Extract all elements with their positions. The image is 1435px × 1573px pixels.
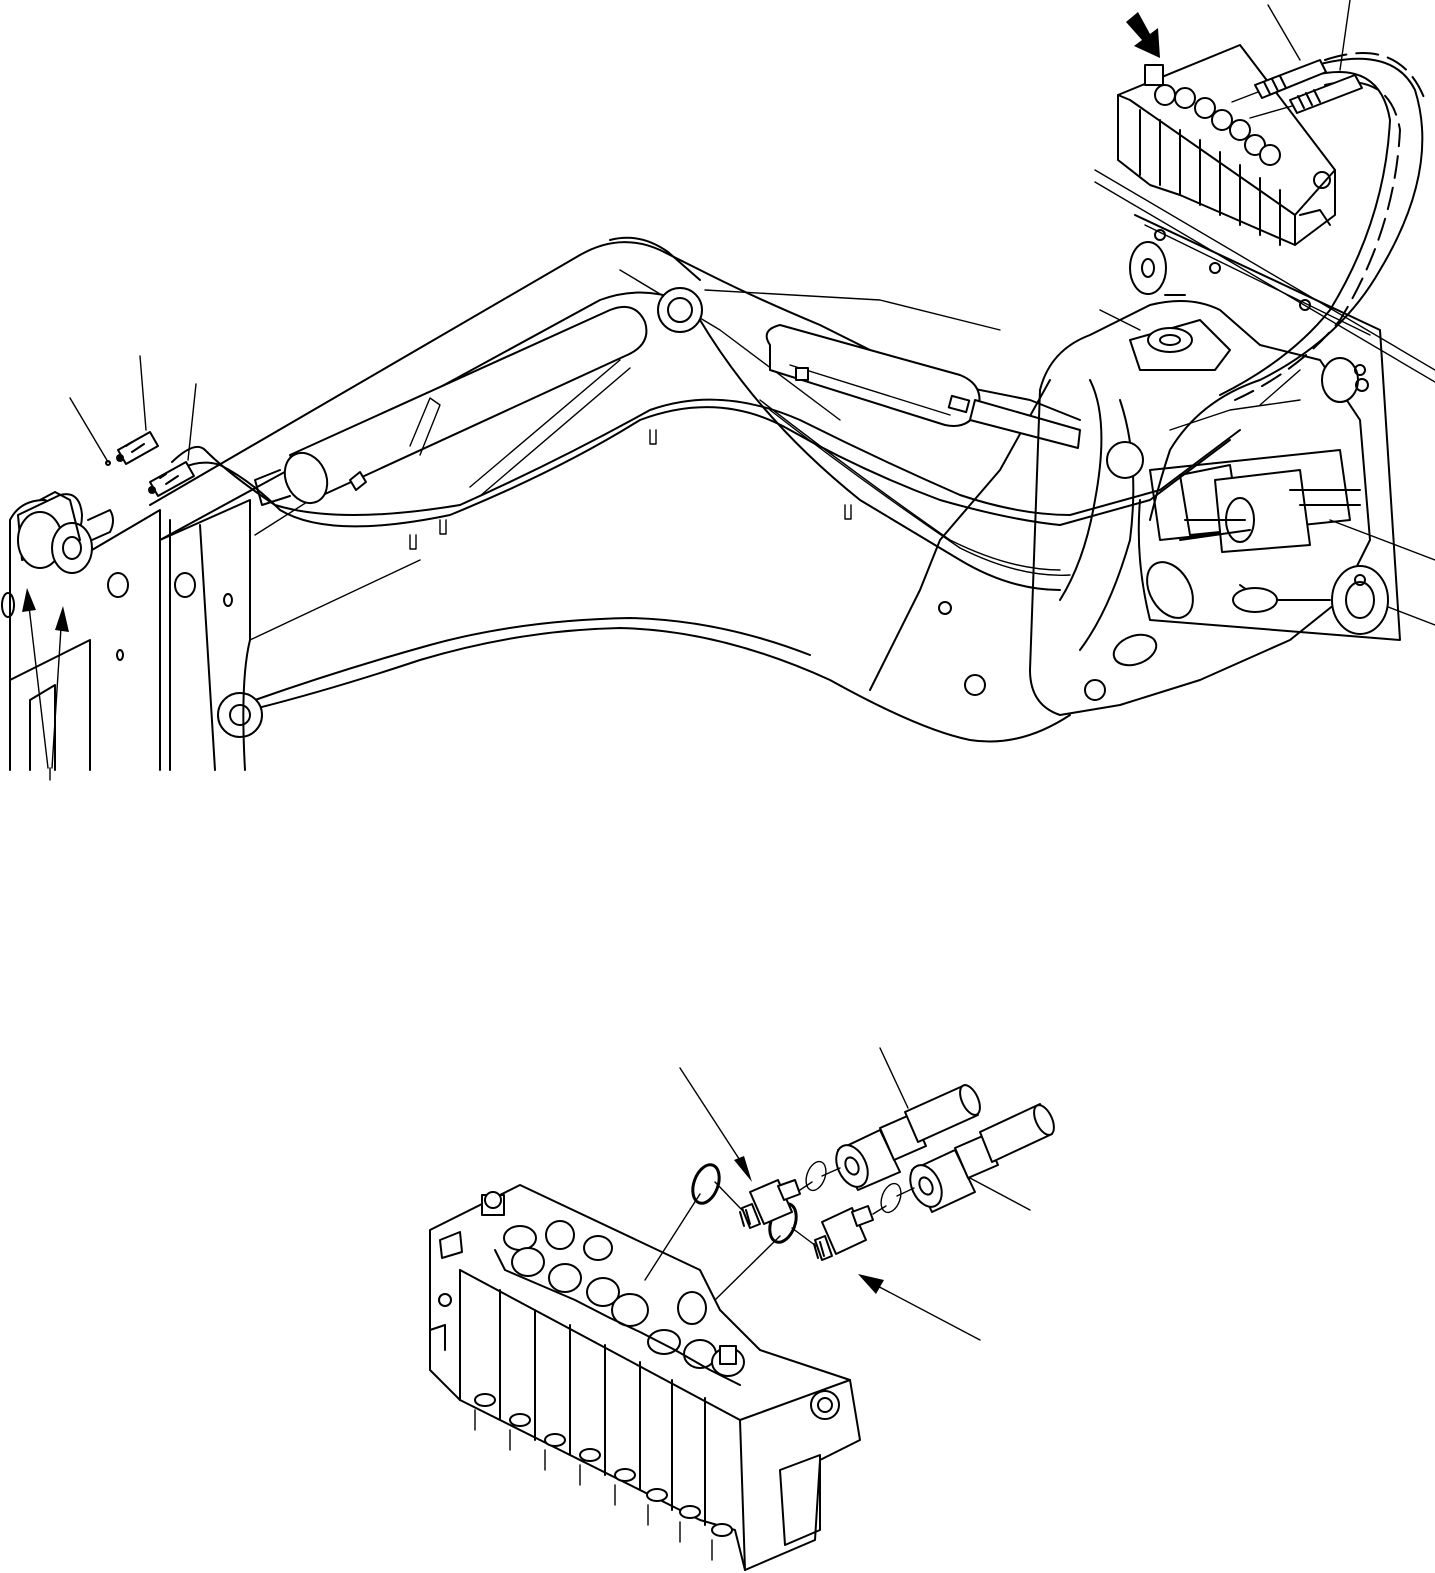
hose-lower — [909, 1103, 1055, 1213]
swing-bracket — [1029, 300, 1389, 716]
left-leader-lines — [69, 355, 197, 463]
pin-arrows — [22, 588, 69, 781]
control-valve-small — [1117, 44, 1336, 246]
adapter-lower — [813, 1205, 874, 1261]
detail-leader-lines — [679, 1047, 1031, 1341]
o-ring-large-1 — [691, 1163, 721, 1205]
top-right-leader-lines — [1267, 0, 1351, 71]
control-valve-detail-view — [429, 1047, 1055, 1571]
valve-return-hoses — [1149, 52, 1426, 521]
control-valve-block — [429, 1184, 861, 1571]
boom-assembly-view — [1, 0, 1435, 781]
o-ring-small-2 — [880, 1182, 902, 1214]
hose-upper — [835, 1084, 981, 1191]
chassis-frame — [1094, 169, 1435, 626]
arm-pin-bracket — [1, 491, 251, 771]
hose-routing — [149, 369, 1301, 576]
valve-hose-fittings — [1231, 59, 1363, 119]
valve-pointer-arrow — [1126, 12, 1160, 58]
boom-cylinder — [254, 306, 648, 506]
o-ring-small-1 — [805, 1160, 827, 1192]
left-hose-fittings — [105, 431, 195, 497]
arm-cylinder — [765, 324, 1081, 449]
adapters — [739, 1179, 874, 1261]
assembly-lines — [644, 1167, 915, 1301]
mount-plate — [1129, 214, 1401, 641]
adapter-upper — [739, 1179, 801, 1229]
hose-ends — [835, 1084, 1055, 1213]
